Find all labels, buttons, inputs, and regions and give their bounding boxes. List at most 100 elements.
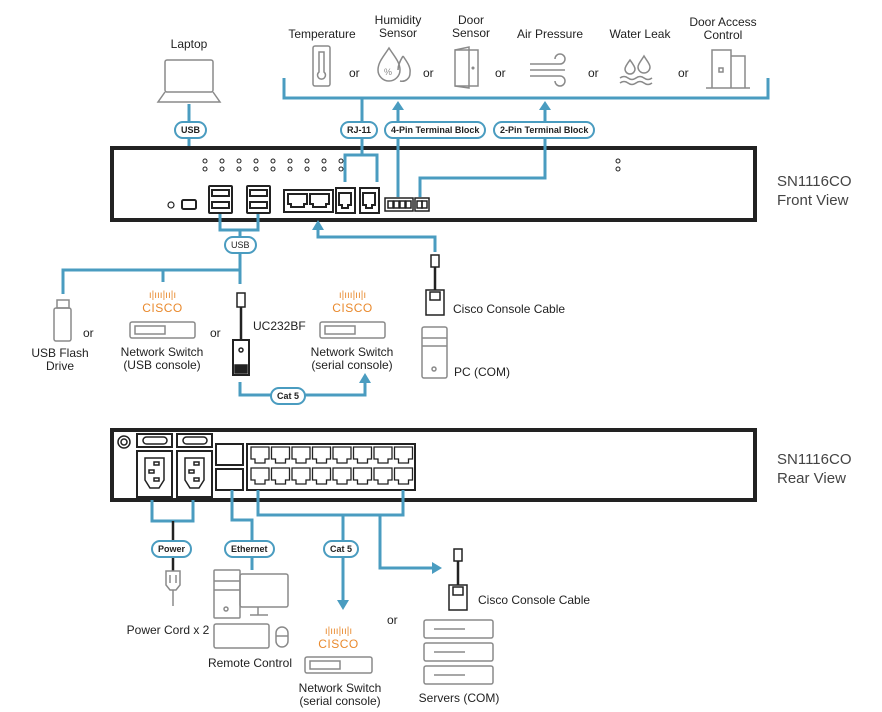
usb-flash-drive-icon (53, 299, 72, 342)
power-switch-1 (136, 433, 173, 448)
serial-rj45-ports (250, 446, 414, 485)
arrow-up-icon (392, 101, 404, 110)
pill-4-pin: 4-Pin Terminal Block (384, 121, 487, 139)
serial-port (250, 467, 270, 485)
sensor-label-door-access: Door Access Control (689, 15, 757, 42)
pill-usb-bottom: USB (224, 236, 257, 254)
led-dot (304, 166, 310, 172)
humidity-icon: % (377, 46, 411, 82)
arrow-up-icon (312, 220, 324, 230)
rj11-cable (343, 136, 379, 182)
arrow-up-icon (539, 101, 551, 110)
uc232bf-adapter-icon (232, 292, 250, 376)
led-dot (270, 158, 276, 164)
pc-com-label: PC (COM) (454, 365, 510, 379)
serial-port (332, 446, 352, 464)
led-dot (253, 158, 259, 164)
led-indicators (202, 158, 344, 172)
ethernet-ports (215, 443, 244, 491)
usb-port-pair-2 (246, 185, 271, 214)
serial-port (291, 467, 311, 485)
front-model: SN1116CO (777, 173, 852, 190)
serial-port-block (246, 443, 416, 491)
laptop-label: Laptop (170, 37, 208, 51)
ground-screw-icon (117, 435, 131, 449)
led-dot (287, 158, 293, 164)
network-switch-usb-icon (129, 321, 196, 339)
pill-ethernet: Ethernet (224, 540, 275, 558)
serial-port (373, 446, 393, 464)
pill-rj11: RJ-11 (340, 121, 379, 139)
or-text: or (387, 613, 398, 627)
serial-port (291, 446, 311, 464)
front-view-label: Front View (777, 192, 849, 209)
or-text: or (495, 66, 506, 80)
power-inlet-2 (176, 450, 213, 498)
cisco-logo-text: CISCO (318, 637, 359, 651)
or-text: or (423, 66, 434, 80)
led-dot (236, 166, 242, 172)
pill-2-pin: 2-Pin Terminal Block (493, 121, 596, 139)
pc-tower-icon (421, 326, 448, 379)
network-switch-serial-rear-icon (304, 656, 373, 674)
serial-port (393, 467, 414, 485)
uc232bf-label: UC232BF (253, 319, 306, 333)
cisco-console-cable-rear-icon (448, 548, 468, 611)
led-dot (270, 166, 276, 172)
arrow-down-icon (337, 600, 349, 610)
servers-icon (423, 619, 494, 685)
serial-port (311, 467, 332, 485)
sensor-label-water-leak: Water Leak (609, 27, 671, 41)
sensor-label-temperature: Temperature (288, 27, 356, 41)
usb-mini-port (181, 199, 197, 210)
network-switch-serial-front-icon (319, 321, 386, 339)
arrow-right-icon (432, 562, 442, 574)
led-dot (253, 166, 259, 172)
sensor-label-humidity: Humidity Sensor (374, 13, 422, 40)
4-pin-terminal-block (384, 197, 414, 212)
2-pin-terminal-block (414, 197, 430, 212)
or-text: or (588, 66, 599, 80)
power-cord-label: Power Cord x 2 (126, 623, 210, 637)
led-dot (202, 166, 208, 172)
rear-view-title: SN1116CO Rear View (777, 450, 851, 488)
sn1116co-front-panel (110, 146, 757, 222)
usb-flash-drive-label: USB Flash Drive (31, 346, 89, 373)
usb-port-pair-1 (208, 185, 233, 214)
led-dot (219, 158, 225, 164)
led-dot (219, 166, 225, 172)
serial-port (332, 467, 352, 485)
svg-text:%: % (384, 67, 392, 77)
rear-model: SN1116CO (777, 451, 852, 468)
power-inlet-1 (136, 450, 173, 498)
pill-cat5-front: Cat 5 (270, 387, 307, 405)
or-text: or (349, 66, 360, 80)
or-text: or (83, 326, 94, 340)
serial-port (352, 446, 373, 464)
sensor-label-door: Door Sensor (451, 13, 491, 40)
pill-cat5-rear: Cat 5 (323, 540, 360, 558)
network-switch-serial-rear-label: Network Switch (serial console) (298, 681, 382, 708)
serial-port (270, 446, 291, 464)
led-dot (338, 166, 344, 172)
led-dot (202, 158, 208, 164)
led-dot (321, 166, 327, 172)
front-leds-right (615, 158, 621, 172)
serial-port (373, 467, 393, 485)
cisco-console-cable-front-icon (425, 254, 445, 316)
power-cord-icon (165, 570, 181, 606)
front-view-title: SN1116CO Front View (777, 172, 851, 210)
rear-view-label: Rear View (777, 470, 846, 487)
door-access-icon (706, 49, 750, 89)
servers-com-label: Servers (COM) (418, 691, 500, 705)
cisco-console-cable-rear-label: Cisco Console Cable (478, 593, 591, 607)
usb-hub-cable (61, 214, 260, 294)
rj11-ports (335, 187, 380, 214)
serial-port (393, 446, 414, 464)
wind-icon (530, 53, 566, 87)
led-dot (338, 158, 344, 164)
serial-port (311, 446, 332, 464)
